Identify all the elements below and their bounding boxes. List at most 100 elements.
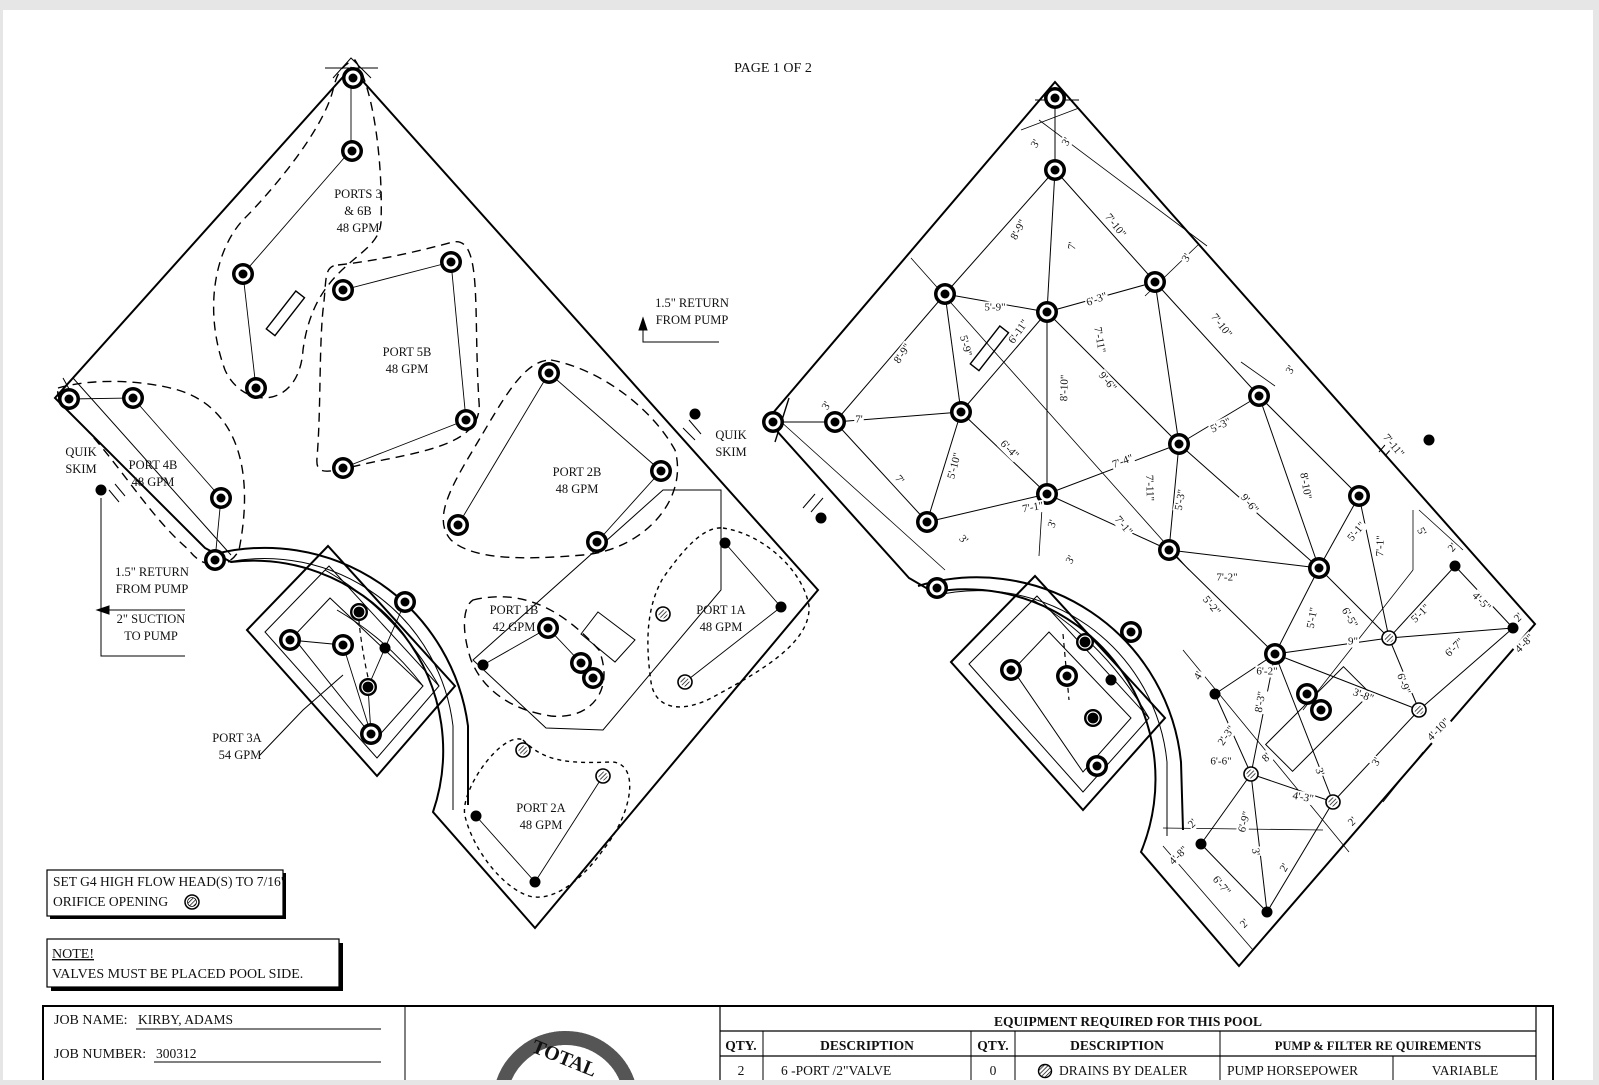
return-fitting-icon (719, 537, 731, 549)
return-fitting-icon (762, 411, 784, 433)
return-fitting-icon (58, 388, 80, 410)
zone-port-2b (442, 359, 679, 559)
equipment-table (720, 1030, 1536, 1080)
high-flow-head-icon (350, 603, 368, 621)
dimension-label: 7'-4" (1111, 452, 1135, 471)
right-pool-outline (765, 80, 1537, 968)
zone-port-4b (57, 380, 246, 566)
return-fitting-icon (204, 549, 226, 571)
return-fitting-icon (824, 411, 846, 433)
high-flow-head-icon (595, 768, 611, 784)
dimension-label: 7'-2" (1216, 572, 1237, 584)
dimension-label: 5'-1" (1305, 606, 1320, 629)
return-fitting-icon (1195, 838, 1207, 850)
return-fitting-icon (538, 362, 560, 384)
return-fitting-icon (1296, 683, 1318, 705)
col-description-1: DESCRIPTION (820, 1038, 914, 1053)
dimension-label: 5'-9" (957, 334, 974, 358)
dimension-label: 6'-9" (1394, 672, 1413, 696)
dimension-label: 5'-9" (984, 302, 1005, 314)
dimension-label: 7' (1066, 241, 1079, 250)
return-fitting-icon (1348, 485, 1370, 507)
note-title: NOTE! (52, 947, 94, 962)
return-fitting-icon (1449, 560, 1461, 572)
dimension-label: 6'-2" (1256, 666, 1277, 678)
row1-desc1: 6 -PORT /2"VALVE (781, 1063, 891, 1078)
row1-qty1: 2 (738, 1063, 745, 1078)
page-label: PAGE 1 OF 2 (734, 61, 812, 76)
dimension-label: 8'-3" (1253, 690, 1268, 713)
dimension-label: 4'-3" (1292, 790, 1315, 805)
return-fitting-icon (650, 460, 672, 482)
dimension-label: 6'-9" (1236, 810, 1253, 834)
dimension-label: 3' (956, 533, 970, 547)
return-fitting-icon (1044, 87, 1066, 109)
high-flow-head-icon (359, 678, 377, 696)
return-fitting-icon (332, 279, 354, 301)
zone-ports-3-6b (212, 59, 382, 399)
high-flow-head-icon (1325, 794, 1341, 810)
return-fitting-icon (360, 723, 382, 745)
return-fitting-icon (1086, 755, 1108, 777)
dimension-label: 3' (1249, 847, 1262, 856)
return-fitting-icon (1264, 643, 1286, 665)
return-fitting-icon (210, 487, 232, 509)
return-fitting-icon (950, 401, 972, 423)
dimension-label: 2' (1346, 815, 1360, 829)
left-pool-plan (53, 57, 820, 930)
return-fitting-icon (926, 577, 948, 599)
col-pump-filter: PUMP & FILTER RE QUIREMENTS (1275, 1039, 1482, 1053)
dimension-label: 4'-5" (1470, 590, 1493, 613)
dimension-label: 6'-6" (1210, 756, 1231, 768)
title-block: JOB NAME: KIRBY, ADAMS JOB NUMBER: 30031… (42, 1005, 1554, 1085)
return-fitting-icon (447, 514, 469, 536)
company-logo: TOTAL (495, 1031, 636, 1085)
job-number-label: JOB NUMBER: (54, 1047, 146, 1062)
dimension-label: 2' (1446, 541, 1460, 554)
dimension-label: 2' (1238, 917, 1252, 931)
right-bench (917, 576, 1184, 831)
return-fitting-icon (916, 511, 938, 533)
left-pool-outline (53, 66, 820, 930)
return-fitting-icon (1056, 665, 1078, 687)
return-fitting-icon (455, 409, 477, 431)
dimension-label: 5'-10" (945, 451, 963, 480)
return-fitting-icon (815, 512, 827, 524)
return-fitting-icon (1036, 301, 1058, 323)
return-fitting-icon (1261, 906, 1273, 918)
dimension-label: 7'-1" (1021, 500, 1044, 515)
high-flow-head-icon (677, 674, 693, 690)
return-fitting-icon (775, 601, 787, 613)
col-qty-1: QTY. (725, 1038, 756, 1053)
return-fitting-icon (1507, 622, 1519, 634)
right-return-fittings (762, 87, 1519, 918)
dimension-label: 7' (855, 414, 863, 426)
dimension-label: 8'-10" (1058, 374, 1071, 401)
high-flow-head-icon (184, 894, 200, 910)
valve-note: NOTE! VALVES MUST BE PLACED POOL SIDE. (46, 938, 343, 991)
row1-qty2: 0 (990, 1063, 997, 1078)
high-flow-head-icon (1411, 702, 1427, 718)
return-fitting-icon (1120, 621, 1142, 643)
return-fitting-icon (245, 377, 267, 399)
dimension-label: 9" (1348, 636, 1358, 648)
return-fitting-icon (1044, 159, 1066, 181)
left-bench (214, 546, 469, 805)
left-spa-outline (245, 544, 457, 778)
zone-port-1b (463, 596, 605, 718)
return-fitting-icon (341, 140, 363, 162)
job-name-value: KIRBY, ADAMS (138, 1012, 233, 1027)
left-return-fittings (58, 67, 787, 888)
return-fitting-icon (232, 263, 254, 285)
col-description-2: DESCRIPTION (1070, 1038, 1164, 1053)
dimension-label: 7'-11" (1091, 326, 1107, 354)
dimension-label: 2' (1512, 611, 1526, 625)
